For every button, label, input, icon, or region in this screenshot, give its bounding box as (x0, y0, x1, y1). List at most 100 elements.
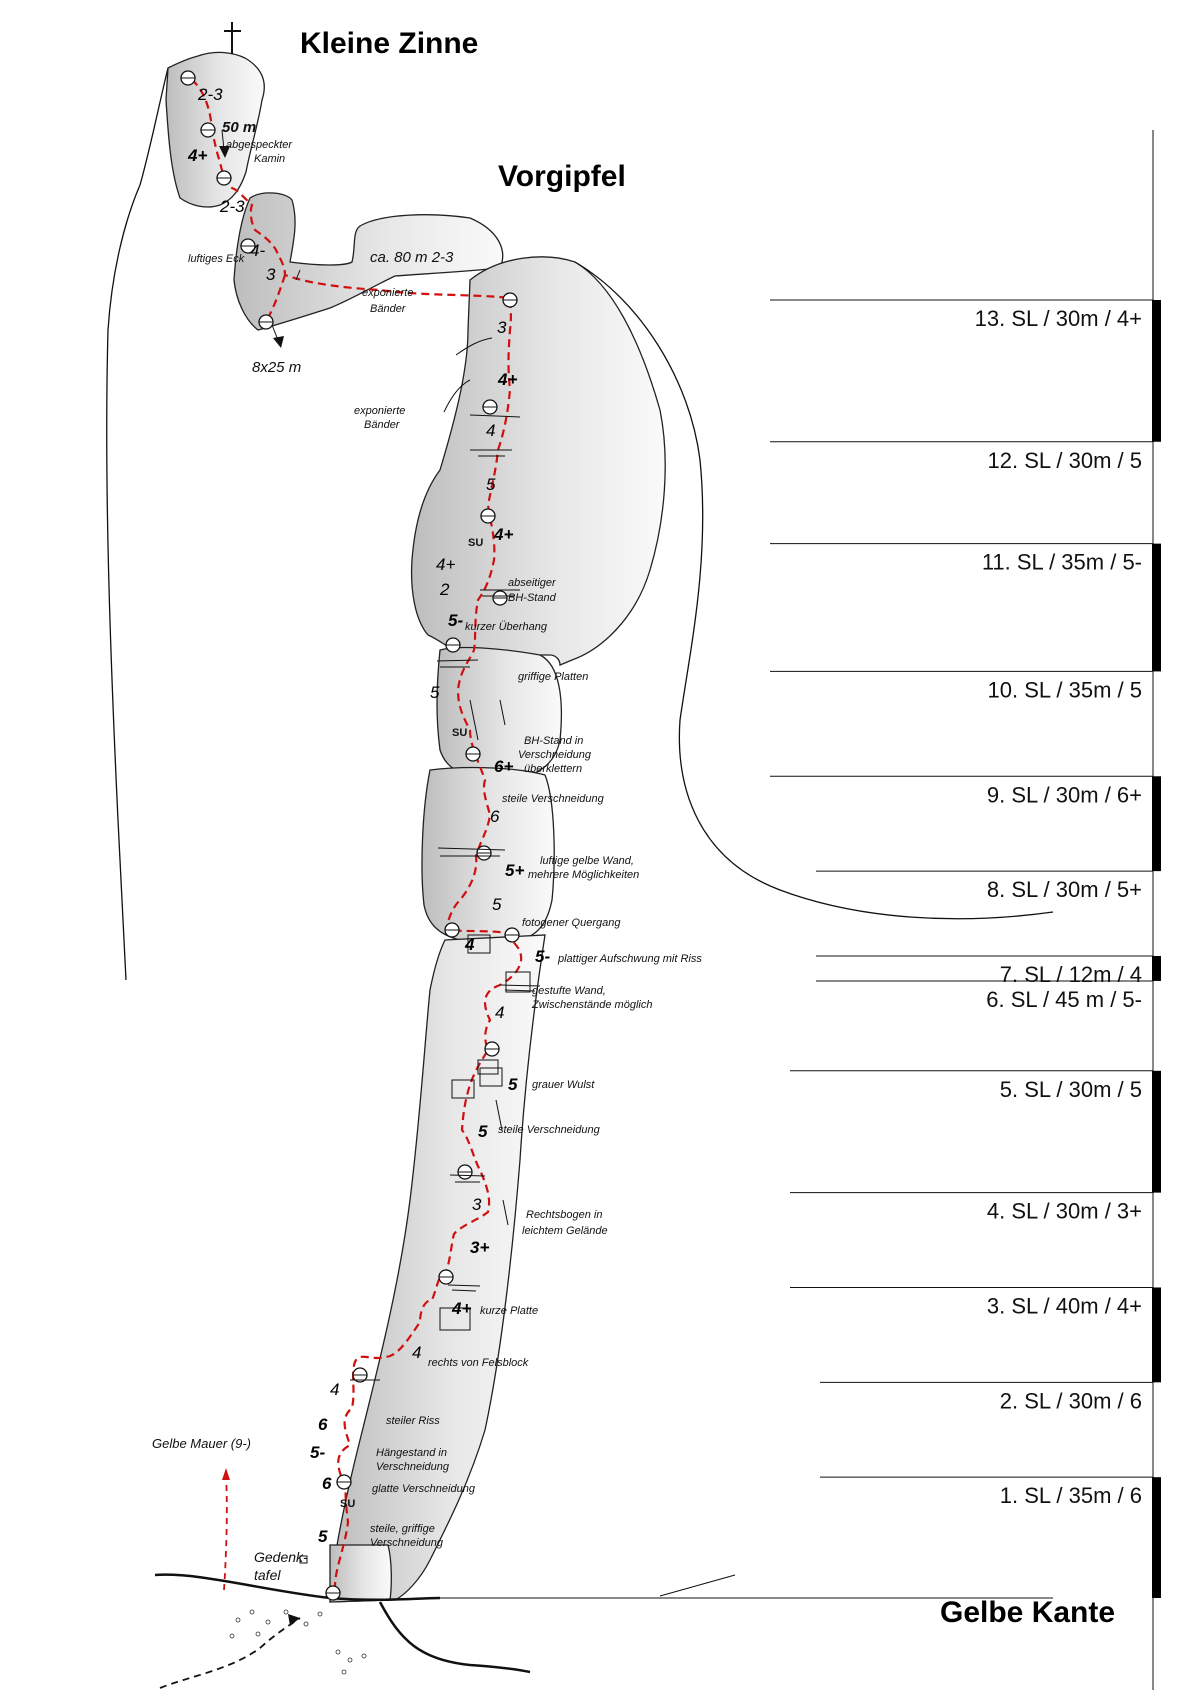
pitch-label: 10. SL / 35m / 5 (988, 677, 1143, 702)
rappel-line (267, 274, 287, 319)
pitch-label: 3. SL / 40m / 4+ (987, 1293, 1142, 1318)
belay-station (200, 122, 216, 138)
annotation: 50 m (222, 119, 256, 136)
annotation: Verschneidung (518, 749, 592, 761)
pitch-label: 8. SL / 30m / 5+ (987, 877, 1142, 902)
pitch-bar (1152, 955, 1161, 981)
belay-station (438, 1269, 454, 1285)
annotation: mehrere Möglichkeiten (528, 869, 639, 881)
gelbe-mauer-route (223, 1475, 228, 1591)
pitch-label: 6. SL / 45 m / 5- (986, 987, 1142, 1012)
rock-features (295, 269, 541, 1564)
pitch-label: 4. SL / 30m / 3+ (987, 1199, 1142, 1224)
notch-block (233, 192, 504, 331)
grade-label: 5 (486, 475, 496, 494)
annotation: Hängestand in (376, 1447, 447, 1459)
belay-station (492, 590, 508, 606)
base-title: Gelbe Kante (940, 1596, 1115, 1629)
belay-station (180, 70, 196, 86)
annotation: leichtem Gelände (522, 1225, 608, 1237)
belay-station (258, 314, 274, 330)
gully-mark (659, 1574, 736, 1597)
grade-labels: 2-3 4+ 2-3 4- 3 3 4+ 4 5 4+ 4+ 2 5- 5 6+… (187, 85, 550, 1546)
grade-label: 6 (322, 1474, 332, 1493)
route-annotations: 50 m abgespeckter Kamin luftiges Eck 8x2… (152, 119, 702, 1583)
annotation: kurze Platte (480, 1305, 538, 1317)
annotation: kurzer Überhang (465, 621, 548, 633)
annotation: exponierte (362, 287, 413, 299)
belay-station (325, 1585, 341, 1601)
annotation: Zwischenstände möglich (531, 999, 652, 1011)
grade-label: 4 (330, 1380, 339, 1399)
annotation: plattiger Aufschwung mit Riss (557, 953, 702, 965)
pitch-scale: 13. SL / 30m / 4+12. SL / 30m / 511. SL … (770, 299, 1161, 1598)
pitch-label: 1. SL / 35m / 6 (1000, 1483, 1142, 1508)
belay-station (240, 238, 256, 254)
annotation: luftige gelbe Wand, (540, 855, 634, 867)
annotation: Gedenk- (254, 1549, 308, 1565)
annotation: tafel (254, 1567, 281, 1583)
annotation: grauer Wulst (532, 1079, 595, 1091)
grade-label: 3+ (470, 1238, 489, 1257)
grade-label: 6 (490, 807, 500, 826)
annotation: überklettern (524, 763, 582, 775)
annotation: glatte Verschneidung (372, 1483, 476, 1495)
pitch-label: 13. SL / 30m / 4+ (975, 306, 1142, 331)
grade-label: 3 (472, 1195, 482, 1214)
belay-station (476, 845, 492, 861)
belay-station (445, 637, 461, 653)
grade-label: 4- (250, 241, 265, 260)
grade-label: 4 (412, 1343, 421, 1362)
annotation: gestufte Wand, (532, 985, 606, 997)
annotation: steile Verschneidung (498, 1124, 601, 1136)
rappel-arrow-icon (273, 336, 284, 348)
annotation: griffige Platten (518, 671, 588, 683)
grade-label: 2 (439, 580, 450, 599)
pitch-bar (1152, 300, 1161, 442)
belay-station (484, 1041, 500, 1057)
belay-station (482, 399, 498, 415)
belay-station (336, 1474, 352, 1490)
annotation: Bänder (370, 303, 407, 315)
pitch-label: 5. SL / 30m / 5 (1000, 1077, 1142, 1102)
annotation: Verschneidung (370, 1537, 444, 1549)
grade-label: 5- (310, 1443, 325, 1462)
summit-cross-icon (224, 22, 241, 55)
belay-station (457, 1164, 473, 1180)
belay-stations (180, 70, 520, 1601)
annotation: BH-Stand in (524, 735, 583, 747)
grade-label: 5- (448, 611, 463, 630)
pitch-label: 7. SL / 12m / 4 (1000, 962, 1142, 987)
forepeak-buttress (410, 256, 666, 666)
middle-block-upper (436, 646, 563, 776)
approach-arrow-icon (288, 1614, 300, 1626)
lower-pillar (329, 934, 546, 1603)
pitch-label: 9. SL / 30m / 6+ (987, 782, 1142, 807)
grade-label: 4+ (451, 1299, 471, 1318)
approach-path (159, 1617, 301, 1689)
scree-slope (378, 1601, 531, 1674)
grade-label: 5+ (505, 861, 524, 880)
annotation: ca. 80 m 2-3 (370, 249, 454, 266)
belay-station (444, 922, 460, 938)
belay-station (216, 170, 232, 186)
grade-label: 5 (318, 1527, 328, 1546)
forepeak-outline (574, 261, 1054, 920)
belay-station (502, 292, 518, 308)
annotation: Verschneidung (376, 1461, 450, 1473)
pitch-bar (1152, 543, 1161, 672)
annotation: Kamin (254, 153, 285, 165)
annotation: SU (452, 727, 467, 739)
grade-label: 4 (495, 1003, 504, 1022)
pitch-bar (1152, 1287, 1161, 1383)
grade-label: 5 (478, 1122, 488, 1141)
abseil-arrow-icon (219, 146, 230, 158)
annotation: SU (340, 1498, 355, 1510)
pitch-bar (1152, 1070, 1161, 1193)
grade-label: 2-3 (219, 197, 245, 216)
grade-label: 4 (464, 935, 475, 954)
annotation: exponierte (354, 405, 405, 417)
grade-label: 6+ (494, 757, 513, 776)
grade-label: 5- (535, 947, 550, 966)
